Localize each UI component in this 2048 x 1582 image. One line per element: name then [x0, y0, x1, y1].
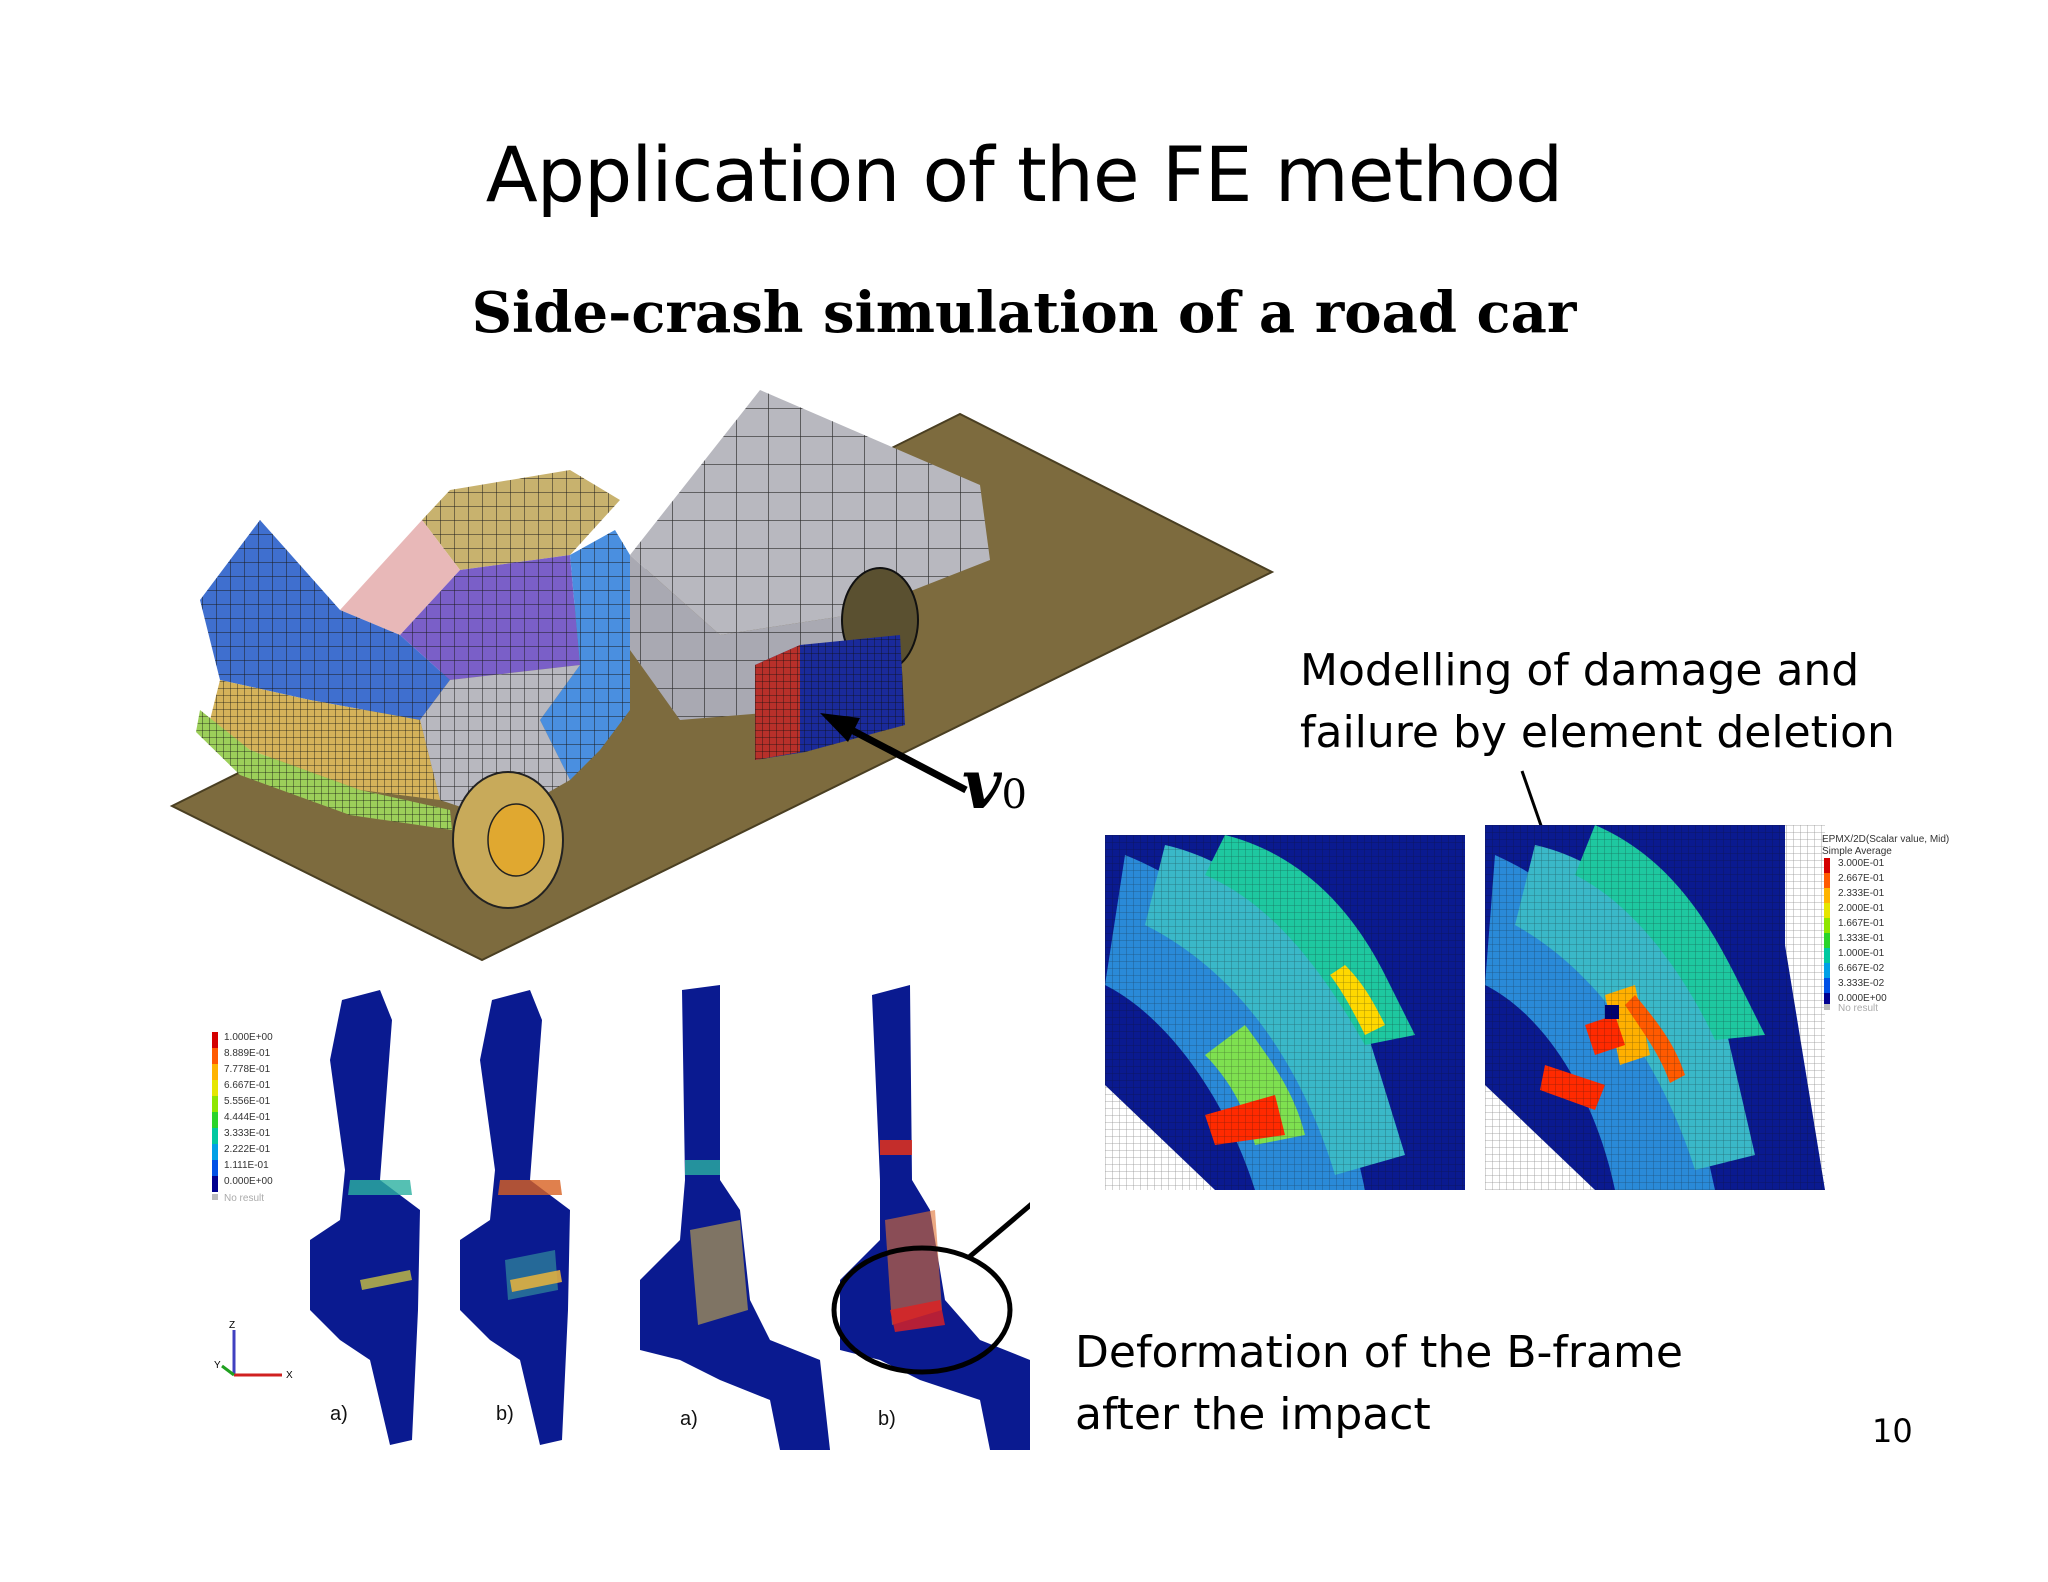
- legend-right-value: 2.667E-01: [1838, 873, 1885, 884]
- closeup-contour-after-deletion: [1485, 825, 1825, 1190]
- caption-damage-line-1: Modelling of damage and: [1300, 645, 1860, 696]
- bframe-highlight-ellipse: [831, 1245, 1013, 1375]
- legend-color-swatch: [212, 1176, 218, 1192]
- velocity-symbol: v: [962, 745, 1002, 825]
- legend-left-value: 2.222E-01: [224, 1144, 271, 1155]
- legend-color-swatch: [1824, 993, 1830, 1008]
- legend-right-value: 2.000E-01: [1838, 903, 1885, 914]
- legend-color-swatch: [212, 1064, 218, 1080]
- legend-color-swatch: [1824, 873, 1830, 888]
- legend-right-value: 6.667E-02: [1838, 963, 1885, 974]
- axis-z-label: Z: [229, 1320, 235, 1331]
- legend-right: EPMX/2D(Scalar value, Mid) Simple Averag…: [1822, 834, 1949, 1012]
- legend-left-value: 7.778E-01: [224, 1064, 271, 1075]
- bframe-panel-b-1: [460, 990, 570, 1445]
- caption-damage-line-2: failure by element deletion: [1300, 707, 1895, 758]
- page-number: 10: [1872, 1412, 1913, 1450]
- legend-color-swatch: [212, 1144, 218, 1160]
- caption-damage-modelling: Modelling of damage and failure by eleme…: [1300, 640, 1895, 764]
- legend-left-value: 3.333E-01: [224, 1128, 271, 1139]
- legend-left-value: 4.444E-01: [224, 1112, 271, 1123]
- bframe-label: a): [330, 1403, 348, 1425]
- legend-color-swatch: [212, 1112, 218, 1128]
- legend-right-value: 3.333E-02: [1838, 978, 1885, 989]
- legend-left: 1.000E+00 8.889E-01 7.778E-01 6.667E-01 …: [212, 1032, 273, 1204]
- caption-deformation-line-1: Deformation of the B-frame: [1075, 1327, 1683, 1378]
- legend-right-header-1: EPMX/2D(Scalar value, Mid): [1822, 834, 1949, 845]
- legend-color-swatch: [1824, 918, 1830, 933]
- bframe-deformation-panels: a) b) a) b): [310, 985, 1030, 1450]
- legend-color-swatch: [212, 1160, 218, 1176]
- axis-x-label: X: [286, 1370, 293, 1381]
- legend-left-value: 0.000E+00: [224, 1176, 273, 1187]
- bframe-pointer-line: [966, 1202, 1030, 1260]
- bframe-label: b): [496, 1403, 514, 1425]
- caption-deformation-line-2: after the impact: [1075, 1389, 1431, 1440]
- legend-color-swatch: [212, 1048, 218, 1064]
- legend-left-no-result: No result: [224, 1193, 264, 1204]
- velocity-label: v0: [962, 745, 1027, 825]
- axis-y-label: Y: [214, 1360, 221, 1371]
- velocity-arrow: [840, 721, 968, 794]
- legend-left-value: 1.111E-01: [224, 1160, 269, 1171]
- legend-color-swatch: [212, 1080, 218, 1096]
- legend-right-value: 1.000E-01: [1838, 948, 1885, 959]
- slide-subtitle: Side-crash simulation of a road car: [471, 280, 1577, 346]
- legend-color-swatch: [1824, 948, 1830, 963]
- legend-right-header-2: Simple Average: [1822, 846, 1892, 857]
- legend-right-value: 0.000E+00: [1838, 993, 1887, 1004]
- legend-right-value: 1.667E-01: [1838, 918, 1885, 929]
- caption-deformation: Deformation of the B-frame after the imp…: [1075, 1322, 1683, 1446]
- legend-right-value: 1.333E-01: [1838, 933, 1885, 944]
- velocity-subscript: 0: [1001, 772, 1027, 818]
- bframe-panel-a-1: [310, 990, 420, 1445]
- legend-left-value: 5.556E-01: [224, 1096, 271, 1107]
- legend-right-value: 3.000E-01: [1838, 858, 1885, 869]
- legend-color-swatch: [1824, 963, 1830, 978]
- legend-color-swatch: [1824, 888, 1830, 903]
- legend-left-value: 8.889E-01: [224, 1048, 271, 1059]
- bframe-panel-a-2: [640, 985, 830, 1450]
- legend-color-swatch: [212, 1032, 218, 1048]
- legend-color-swatch: [1824, 933, 1830, 948]
- legend-right-value: 2.333E-01: [1838, 888, 1885, 899]
- bframe-label: a): [680, 1408, 698, 1430]
- legend-color-swatch: [1824, 978, 1830, 993]
- slide-title: Application of the FE method: [485, 130, 1564, 219]
- legend-color-swatch: [212, 1096, 218, 1112]
- legend-color-swatch: [1824, 903, 1830, 918]
- legend-color-swatch: [1824, 858, 1830, 873]
- axis-triad-labels: Z Y X: [214, 1320, 293, 1381]
- legend-left-value: 1.000E+00: [224, 1032, 273, 1043]
- legend-color-swatch: [212, 1128, 218, 1144]
- legend-right-no-result: No result: [1838, 1003, 1878, 1012]
- car-fe-model-illustration: [169, 390, 1275, 962]
- legend-left-value: 6.667E-01: [224, 1080, 271, 1091]
- closeup-contour-before: [1105, 835, 1465, 1190]
- bframe-label: b): [878, 1408, 896, 1430]
- bframe-panel-b-2: [840, 985, 1030, 1450]
